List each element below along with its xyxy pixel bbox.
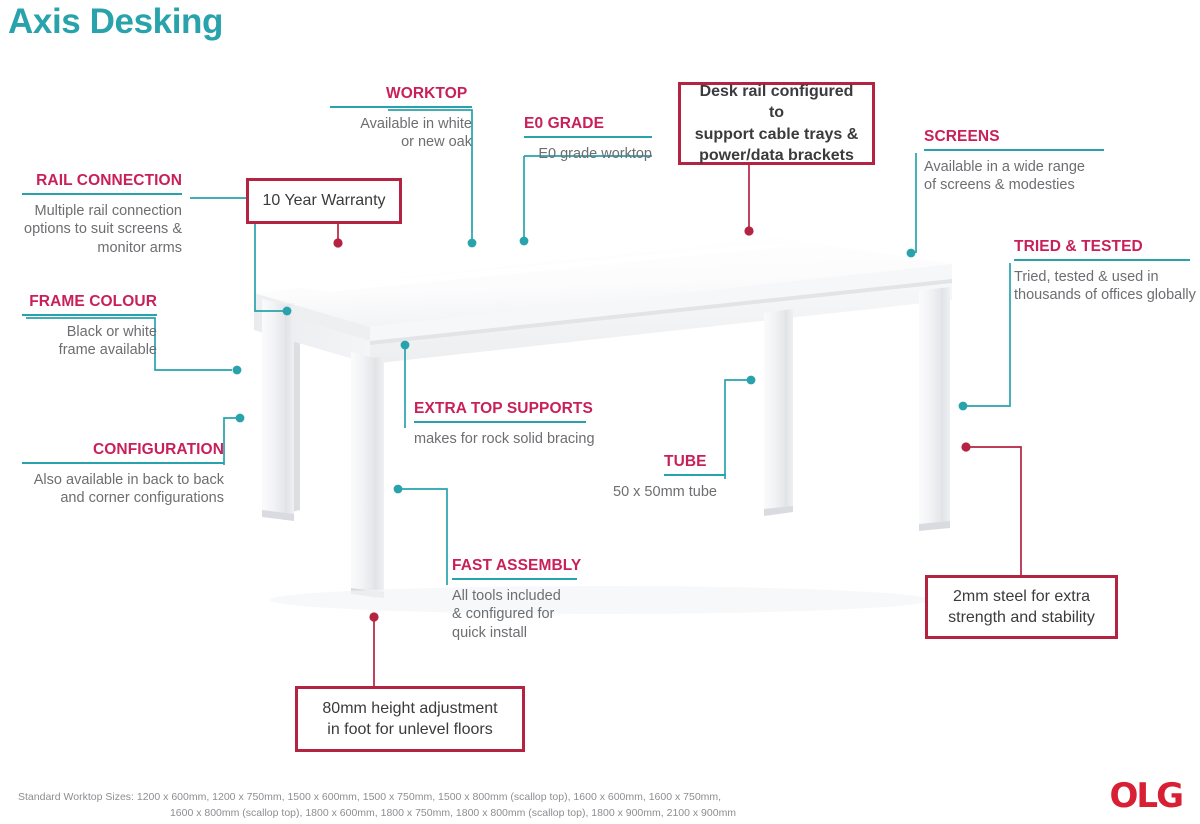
- desk-rail-front: [370, 279, 952, 364]
- desk-leg-front-right: [919, 287, 950, 531]
- annotation-body: All tools included & configured for quic…: [452, 587, 561, 641]
- annotation-body: 50 x 50mm tube: [613, 483, 717, 500]
- annotation-underline: [452, 577, 577, 580]
- callout-10-year-warranty: 10 Year Warranty: [246, 178, 402, 224]
- desk-leg-left-rear: [262, 299, 294, 521]
- callout-desk-rail: Desk rail configured to support cable tr…: [678, 82, 875, 165]
- connector-endpoints-red: [333, 226, 971, 622]
- footer-line-1: Standard Worktop Sizes: 1200 x 600mm, 12…: [18, 789, 778, 805]
- annotation-underline: [22, 192, 182, 195]
- annotation-underline: [330, 105, 472, 108]
- annotation-body: Also available in back to back and corne…: [33, 471, 224, 507]
- callout-text: Desk rail configured to support cable tr…: [694, 82, 859, 164]
- connector-endpoints-teal: [232, 236, 968, 494]
- annotation-screens: SCREENS Available in a wide range of scr…: [924, 128, 1104, 195]
- annotation-body: Tried, tested & used in thousands of off…: [1014, 268, 1196, 304]
- desk-leg-right-rear: [764, 309, 793, 516]
- annotation-body: makes for rock solid bracing: [414, 430, 595, 447]
- callout-text: 80mm height adjustment in foot for unlev…: [322, 699, 498, 738]
- annotation-underline: [1014, 258, 1190, 261]
- annotation-heading: TRIED & TESTED: [1014, 238, 1143, 255]
- annotation-configuration: CONFIGURATION Also available in back to …: [22, 441, 224, 508]
- annotation-body: Multiple rail connection options to suit…: [24, 202, 182, 256]
- annotation-frame-colour: FRAME COLOUR Black or white frame availa…: [22, 293, 157, 360]
- footer-label: Standard Worktop Sizes:: [18, 791, 134, 803]
- callout-text: 2mm steel for extra strength and stabili…: [948, 587, 1095, 626]
- annotation-underline: [22, 313, 157, 316]
- annotation-underline: [924, 148, 1104, 151]
- annotation-heading: CONFIGURATION: [92, 441, 224, 458]
- annotation-body: Available in a wide range of screens & m…: [924, 158, 1085, 194]
- annotation-heading: TUBE: [664, 453, 707, 470]
- annotation-heading: SCREENS: [924, 128, 1000, 145]
- callout-text: 10 Year Warranty: [262, 192, 386, 210]
- footer-sizes-line-2: 1600 x 800mm (scallop top), 1800 x 600mm…: [169, 807, 737, 820]
- annotation-underline: [414, 420, 586, 423]
- annotation-tube: TUBE 50 x 50mm tube: [613, 453, 726, 501]
- annotation-heading: FRAME COLOUR: [29, 293, 157, 310]
- annotation-heading: EXTRA TOP SUPPORTS: [414, 400, 593, 417]
- callout-2mm-steel: 2mm steel for extra strength and stabili…: [925, 575, 1118, 639]
- annotation-fast-assembly: FAST ASSEMBLY All tools included & confi…: [452, 557, 582, 642]
- footer-worktop-sizes: Standard Worktop Sizes: 1200 x 600mm, 12…: [18, 789, 778, 822]
- annotation-underline: [22, 461, 224, 464]
- annotation-body: E0 grade worktop: [538, 145, 652, 162]
- annotation-body: Available in white or new oak: [360, 115, 472, 151]
- page-title: Axis Desking: [8, 2, 224, 41]
- annotation-worktop: WORKTOP Available in white or new oak: [330, 85, 472, 152]
- annotation-underline: [664, 473, 726, 476]
- callout-height-adjustment: 80mm height adjustment in foot for unlev…: [295, 686, 525, 752]
- olg-logo: OLG: [1109, 776, 1184, 816]
- annotation-e0-grade: E0 GRADE E0 grade worktop: [524, 115, 652, 163]
- annotation-rail-connection: RAIL CONNECTION Multiple rail connection…: [22, 172, 182, 257]
- annotation-heading: E0 GRADE: [524, 115, 605, 132]
- annotation-heading: FAST ASSEMBLY: [452, 557, 582, 574]
- footer-sizes-line-1: 1200 x 600mm, 1200 x 750mm, 1500 x 600mm…: [136, 791, 722, 803]
- annotation-heading: WORKTOP: [386, 85, 468, 102]
- annotation-heading: RAIL CONNECTION: [36, 172, 182, 189]
- annotation-body: Black or white frame available: [58, 323, 157, 359]
- annotation-underline: [524, 135, 652, 138]
- annotation-extra-top-supports: EXTRA TOP SUPPORTS makes for rock solid …: [414, 400, 595, 448]
- annotation-tried-and-tested: TRIED & TESTED Tried, tested & used in t…: [1014, 238, 1196, 305]
